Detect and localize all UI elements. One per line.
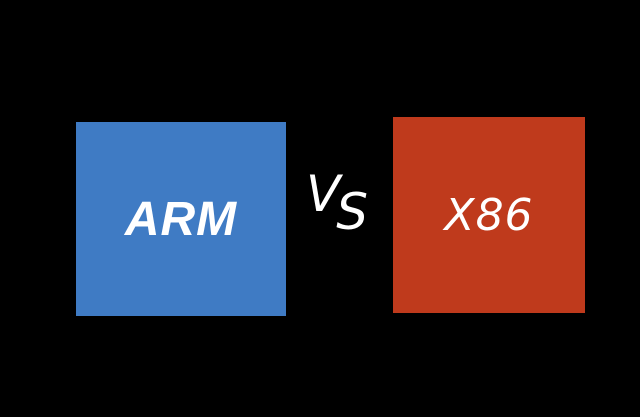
arm-label: ARM — [124, 192, 238, 246]
versus-s: S — [336, 183, 368, 241]
arm-card: ARM — [76, 122, 286, 316]
versus-label: VS — [306, 169, 368, 237]
versus-v: V — [306, 165, 341, 223]
x86-card: X86 — [393, 117, 585, 313]
x86-label: X86 — [444, 189, 534, 241]
